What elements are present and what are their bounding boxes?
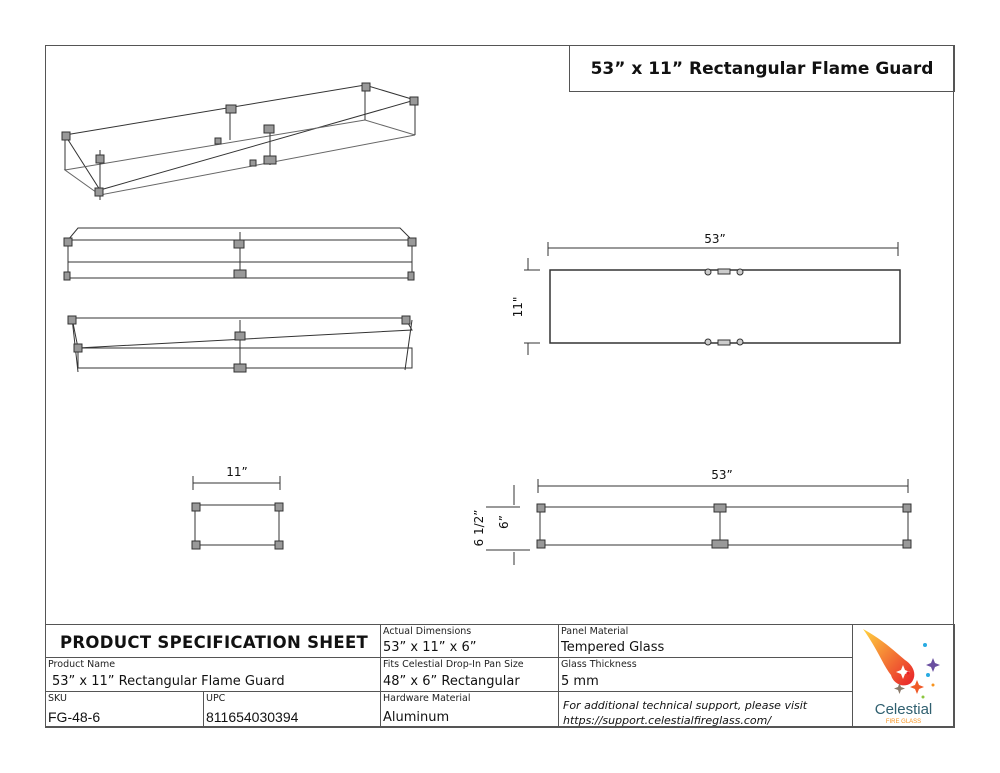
glass-thickness-label: Glass Thickness	[561, 659, 637, 670]
glass-thickness-cell: Glass Thickness 5 mm	[558, 657, 853, 692]
page-border	[45, 45, 954, 727]
sku-label: SKU	[48, 693, 67, 704]
logo-tagline: FIRE GLASS	[885, 719, 922, 725]
spec-heading-cell: PRODUCT SPECIFICATION SHEET	[45, 624, 381, 658]
glass-thickness-value: 5 mm	[561, 674, 599, 689]
logo-name: Celestial	[874, 701, 933, 718]
celestial-logo: Celestial FIRE GLASS	[852, 624, 955, 728]
side-view	[191, 476, 284, 550]
actual-dimensions-cell: Actual Dimensions 53” x 11” x 6”	[380, 624, 559, 658]
top-depth-dimension: 11"	[511, 297, 525, 318]
sku-value: FG-48-6	[48, 709, 101, 725]
product-name-label: Product Name	[48, 659, 116, 670]
upc-value: 811654030394	[206, 709, 299, 725]
product-name-cell: Product Name 53” x 11” Rectangular Flame…	[45, 657, 381, 692]
front-glass-height-dimension: 6”	[497, 515, 511, 529]
panel-material-label: Panel Material	[561, 626, 629, 637]
hardware-value: Aluminum	[383, 710, 450, 725]
front-total-height-dimension: 6 1/2”	[472, 510, 486, 547]
page-title: 53” x 11” Rectangular Flame Guard	[569, 45, 955, 92]
spec-heading: PRODUCT SPECIFICATION SHEET	[60, 633, 369, 652]
front-width-dimension: 53”	[711, 468, 733, 482]
hardware-cell: Hardware Material Aluminum	[380, 691, 559, 728]
support-link[interactable]: https://support.celestialfireglass.com/	[563, 714, 772, 727]
product-name-value: 53” x 11” Rectangular Flame Guard	[52, 674, 285, 689]
pan-size-value: 48” x 6” Rectangular	[383, 674, 520, 689]
angled-view-2	[67, 315, 413, 373]
support-cell: For additional technical support, please…	[558, 691, 853, 728]
panel-material-value: Tempered Glass	[561, 640, 665, 655]
hardware-label: Hardware Material	[383, 693, 471, 704]
top-view	[524, 242, 901, 355]
upc-cell: UPC 811654030394	[203, 691, 381, 728]
pan-size-label: Fits Celestial Drop-In Pan Size	[383, 659, 524, 670]
actual-dimensions-value: 53” x 11” x 6”	[383, 640, 477, 655]
isometric-view	[61, 82, 419, 200]
front-view	[486, 479, 912, 565]
side-width-dimension: 11”	[226, 465, 248, 479]
actual-dimensions-label: Actual Dimensions	[383, 626, 472, 637]
top-width-dimension: 53”	[704, 232, 726, 246]
pan-size-cell: Fits Celestial Drop-In Pan Size 48” x 6”…	[380, 657, 559, 692]
upc-label: UPC	[206, 693, 226, 704]
panel-material-cell: Panel Material Tempered Glass	[558, 624, 853, 658]
support-text: For additional technical support, please…	[563, 699, 808, 712]
flame-comet-icon	[863, 629, 940, 699]
angled-view-1	[63, 227, 417, 281]
sku-cell: SKU FG-48-6	[45, 691, 204, 728]
